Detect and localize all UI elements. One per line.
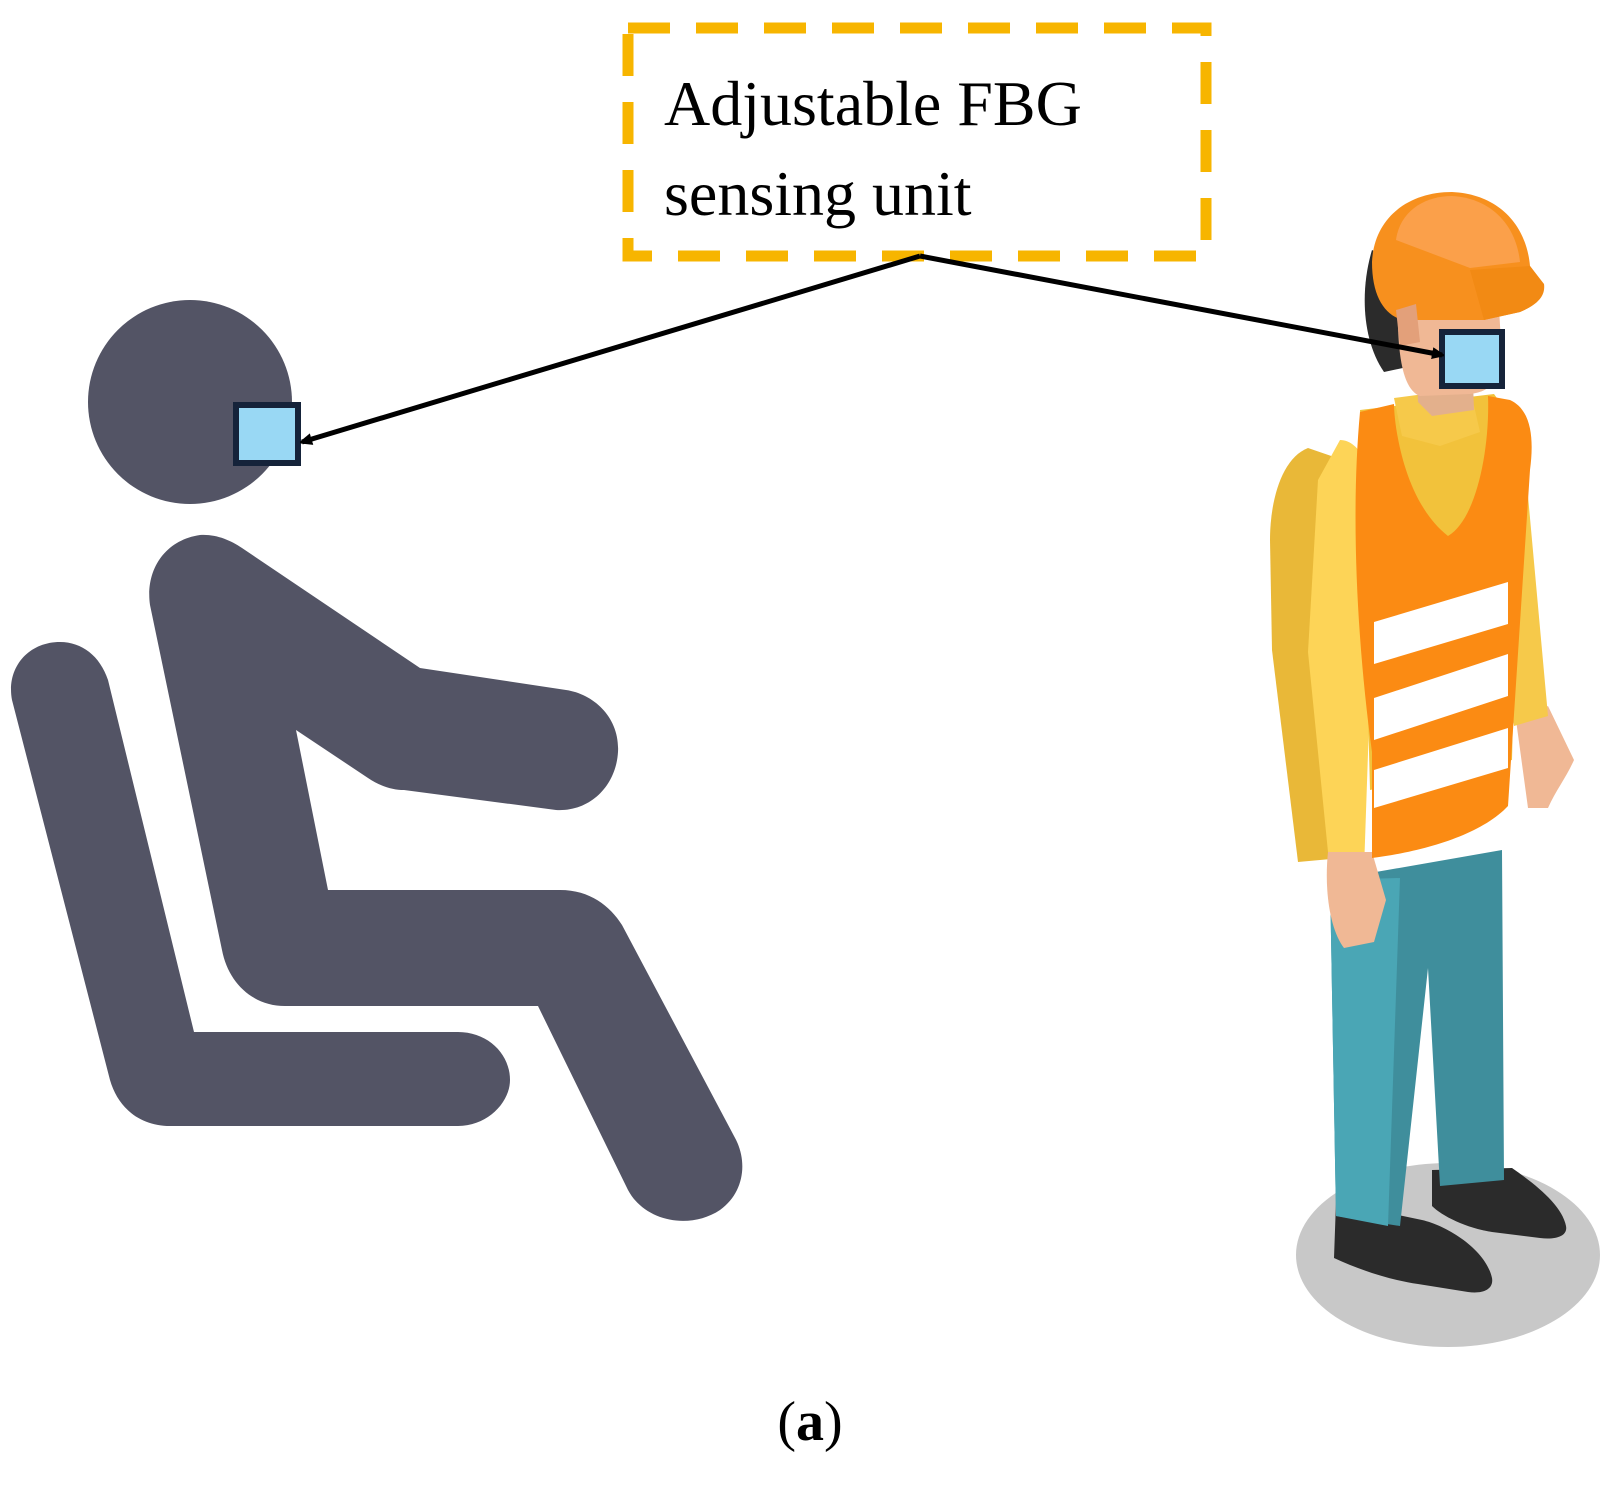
worker-boot-left [1334, 1202, 1493, 1293]
worker-hardhat-top [1396, 196, 1520, 268]
callout-label-line1: Adjustable FBG [664, 68, 1082, 139]
seated-person-body [149, 534, 743, 1221]
callout-arrow-to-worker [919, 253, 1442, 355]
sensor-square-icon [1439, 329, 1505, 389]
worker-hand-right [1516, 706, 1574, 808]
vest-stripe-1 [1374, 582, 1508, 664]
caption-close-paren: ) [824, 1391, 843, 1453]
worker-hardhat-brim [1470, 266, 1545, 320]
figure-caption: (a) [777, 1391, 842, 1453]
worker-hand-left [1326, 852, 1386, 948]
worker-ear [1396, 304, 1420, 346]
construction-worker-icon [1270, 192, 1600, 1347]
chair-shape [11, 642, 511, 1126]
callout-label-line2: sensing unit [664, 158, 972, 229]
caption-letter: a [796, 1391, 824, 1453]
worker-pants-highlight [1330, 878, 1400, 1226]
vest-stripe-2 [1374, 654, 1508, 740]
vest-stripe-3 [1374, 728, 1508, 808]
worker-boot-right [1432, 1168, 1567, 1239]
caption-open-paren: ( [777, 1391, 796, 1453]
callout-arrow-to-seated-person [302, 253, 921, 442]
callout-box: Adjustable FBG sensing unit [622, 22, 1212, 262]
sensor-square-icon [233, 402, 301, 466]
seated-person-icon [11, 300, 743, 1221]
